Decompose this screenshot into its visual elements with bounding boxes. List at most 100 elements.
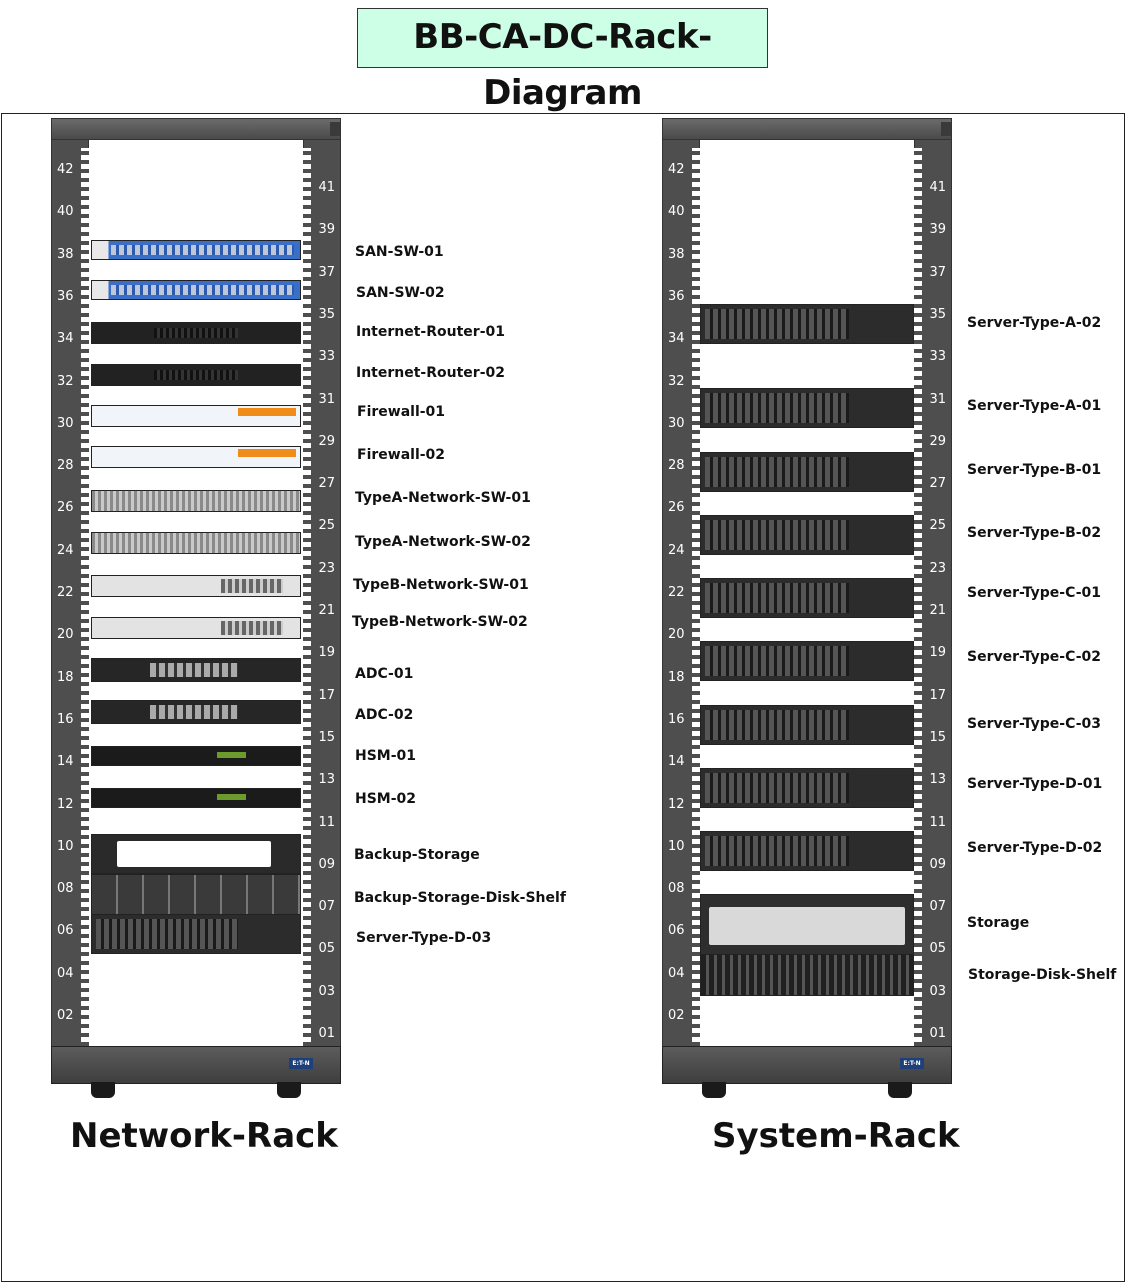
unit-number-right: 27	[318, 476, 335, 492]
unit-number-left: 38	[668, 246, 685, 262]
unit-number-left: 20	[668, 627, 685, 643]
device-label: Server-Type-D-02	[967, 840, 1103, 856]
unit-number-left: 40	[668, 204, 685, 220]
unit-number-left: 18	[57, 669, 74, 685]
unit-number-left: 16	[668, 711, 685, 727]
unit-number-right: 05	[929, 941, 946, 957]
unit-number-right: 31	[929, 391, 946, 407]
device-label: HSM-01	[355, 748, 417, 764]
rack-device[interactable]	[700, 452, 914, 492]
rack-foot	[277, 1082, 301, 1098]
device-label: ADC-02	[355, 707, 414, 723]
device-label: Server-Type-A-01	[967, 398, 1102, 414]
unit-number-right: 35	[929, 306, 946, 322]
unit-number-right: 01	[318, 1026, 335, 1041]
unit-number-right: 15	[929, 729, 946, 745]
device-label: Server-Type-C-02	[967, 649, 1101, 665]
unit-number-left: 04	[57, 965, 74, 981]
unit-number-left: 36	[668, 288, 685, 304]
rack-device[interactable]	[91, 446, 301, 468]
rack-device[interactable]	[91, 532, 301, 554]
rack-left-rail	[692, 148, 700, 1048]
rack-device[interactable]	[91, 746, 301, 766]
unit-number-right: 33	[929, 349, 946, 365]
rack-top-cap	[662, 118, 952, 140]
unit-number-left: 32	[668, 373, 685, 389]
device-label: Server-Type-B-02	[967, 525, 1102, 541]
unit-number-right: 37	[929, 264, 946, 280]
device-label: Server-Type-A-02	[967, 315, 1102, 331]
rack-foot	[702, 1082, 726, 1098]
unit-number-right: 31	[318, 391, 335, 407]
unit-number-left: 40	[57, 204, 74, 220]
unit-number-right: 37	[318, 264, 335, 280]
unit-number-right: 29	[318, 433, 335, 449]
unit-number-left: 36	[57, 288, 74, 304]
unit-number-left: 02	[57, 1008, 74, 1023]
unit-number-left: 42	[668, 162, 685, 177]
device-label: Internet-Router-02	[356, 365, 505, 381]
rack-device[interactable]	[700, 768, 914, 808]
rack-device[interactable]	[91, 834, 301, 874]
unit-number-left: 06	[668, 923, 685, 939]
unit-number-right: 39	[318, 222, 335, 238]
unit-number-right: 13	[929, 772, 946, 788]
rack-device[interactable]	[91, 788, 301, 808]
rack-device[interactable]	[91, 874, 301, 916]
diagram-frame	[1, 113, 1125, 1282]
rack-device[interactable]	[91, 700, 301, 724]
unit-number-left: 12	[668, 796, 685, 812]
rack-device[interactable]	[700, 578, 914, 618]
rack-device[interactable]	[700, 954, 914, 996]
unit-number-left: 30	[668, 415, 685, 431]
rack-foot	[888, 1082, 912, 1098]
unit-number-right: 15	[318, 729, 335, 745]
rack-device[interactable]	[700, 388, 914, 428]
unit-number-right: 17	[318, 687, 335, 703]
unit-number-right: 09	[929, 856, 946, 872]
rack-device[interactable]	[91, 322, 301, 344]
rack-device[interactable]	[700, 831, 914, 871]
unit-number-left: 10	[668, 838, 685, 854]
rack-device[interactable]	[91, 658, 301, 682]
rack-device[interactable]	[91, 364, 301, 386]
device-label: Server-Type-C-03	[967, 716, 1101, 732]
device-label: Server-Type-D-01	[967, 776, 1103, 792]
device-label: TypeB-Network-SW-02	[352, 614, 528, 630]
device-label: TypeA-Network-SW-02	[355, 534, 531, 550]
unit-number-left: 28	[668, 458, 685, 474]
unit-number-left: 34	[57, 331, 74, 347]
unit-number-right: 41	[929, 180, 946, 195]
unit-number-right: 29	[929, 433, 946, 449]
rack-device[interactable]	[700, 641, 914, 681]
unit-number-left: 18	[668, 669, 685, 685]
unit-number-left: 26	[668, 500, 685, 516]
rack-device[interactable]	[91, 914, 301, 954]
rack-device[interactable]	[91, 575, 301, 597]
device-label: Firewall-02	[357, 447, 446, 463]
device-label: Backup-Storage-Disk-Shelf	[354, 890, 566, 906]
unit-number-left: 06	[57, 923, 74, 939]
unit-number-left: 16	[57, 711, 74, 727]
unit-number-left: 26	[57, 500, 74, 516]
rack-device[interactable]	[91, 280, 301, 300]
unit-number-right: 11	[929, 814, 946, 830]
rack-foot	[91, 1082, 115, 1098]
rack-device[interactable]	[91, 617, 301, 639]
unit-number-left: 02	[668, 1008, 685, 1023]
unit-number-right: 13	[318, 772, 335, 788]
rack-device[interactable]	[700, 705, 914, 745]
rack-device[interactable]	[700, 304, 914, 344]
unit-number-right: 35	[318, 306, 335, 322]
eaton-logo: E:T-N	[900, 1058, 924, 1069]
rack-device[interactable]	[700, 515, 914, 555]
rack-device[interactable]	[91, 405, 301, 427]
unit-number-right: 21	[318, 603, 335, 618]
rack-right-rail	[914, 148, 922, 1048]
unit-number-right: 41	[318, 180, 335, 195]
rack-device[interactable]	[700, 894, 914, 958]
rack-device[interactable]	[91, 240, 301, 260]
rack-device[interactable]	[91, 490, 301, 512]
